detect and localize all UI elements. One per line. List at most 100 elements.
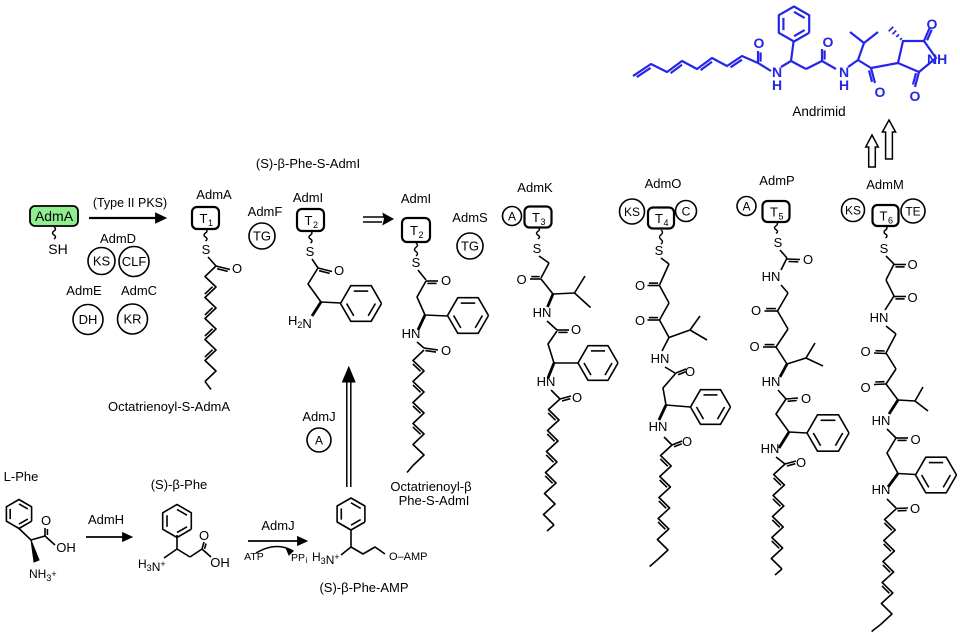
svg-text:T: T <box>200 211 208 226</box>
svg-text:1: 1 <box>208 218 213 228</box>
svg-text:AdmA: AdmA <box>196 187 232 202</box>
svg-text:O: O <box>910 88 921 104</box>
svg-text:O: O <box>803 252 813 267</box>
svg-text:Octatrienoyl-β: Octatrienoyl-β <box>390 479 471 494</box>
svg-text:HN: HN <box>537 374 556 389</box>
svg-text:Octatrienoyl-S-AdmA: Octatrienoyl-S-AdmA <box>108 399 230 414</box>
svg-text:(S)-β-Phe-S-AdmI: (S)-β-Phe-S-AdmI <box>256 156 360 171</box>
svg-text:O: O <box>441 343 451 358</box>
svg-text:AdmI: AdmI <box>293 190 323 205</box>
svg-text:O: O <box>635 313 645 328</box>
svg-text:AdmI: AdmI <box>401 191 431 206</box>
svg-text:SH: SH <box>48 241 67 257</box>
svg-text:O: O <box>232 261 242 276</box>
svg-text:O: O <box>571 322 581 337</box>
svg-text:O: O <box>910 432 920 447</box>
svg-text:H3N+: H3N+ <box>138 557 166 574</box>
svg-text:HN: HN <box>872 482 891 497</box>
svg-text:2: 2 <box>313 220 318 230</box>
svg-text:A: A <box>508 209 516 223</box>
svg-text:O: O <box>860 380 870 395</box>
svg-text:A: A <box>742 199 750 213</box>
svg-text:T: T <box>532 210 540 225</box>
svg-text:N: N <box>839 64 849 80</box>
svg-text:(Type II PKS): (Type II PKS) <box>93 196 167 210</box>
svg-text:O: O <box>754 35 765 51</box>
svg-text:N: N <box>772 64 782 80</box>
svg-text:S: S <box>306 244 315 259</box>
svg-text:H2N: H2N <box>288 313 312 331</box>
svg-text:A: A <box>315 433 323 447</box>
svg-text:AdmM: AdmM <box>866 177 904 192</box>
svg-text:S: S <box>880 241 889 256</box>
svg-text:AdmA: AdmA <box>35 208 74 224</box>
svg-text:T: T <box>305 213 313 228</box>
svg-text:S: S <box>533 241 542 256</box>
svg-text:O: O <box>441 273 451 288</box>
svg-text:O: O <box>875 84 886 100</box>
svg-text:NH: NH <box>927 51 947 67</box>
svg-text:AdmC: AdmC <box>121 283 157 298</box>
svg-text:Phe-S-AdmI: Phe-S-AdmI <box>399 493 470 508</box>
svg-text:O: O <box>41 513 51 528</box>
svg-text:ATP: ATP <box>244 551 264 563</box>
svg-text:OH: OH <box>56 540 76 555</box>
svg-text:HN: HN <box>533 305 552 320</box>
svg-text:O: O <box>801 391 811 406</box>
svg-text:T: T <box>770 205 778 220</box>
svg-text:O: O <box>682 434 692 449</box>
svg-text:PP: PP <box>291 552 305 564</box>
svg-text:C: C <box>682 204 691 218</box>
svg-text:TG: TG <box>253 229 271 244</box>
svg-text:O: O <box>927 16 938 32</box>
svg-text:O: O <box>334 263 344 278</box>
svg-text:O: O <box>749 339 759 354</box>
svg-text:HN: HN <box>402 326 421 341</box>
svg-text:AdmP: AdmP <box>759 173 794 188</box>
svg-text:O: O <box>516 272 526 287</box>
svg-text:6: 6 <box>888 216 893 226</box>
svg-text:T: T <box>410 223 418 238</box>
svg-text:HN: HN <box>651 351 670 366</box>
svg-text:O: O <box>572 390 582 405</box>
svg-text:TG: TG <box>461 239 479 254</box>
svg-text:O: O <box>910 501 920 516</box>
svg-text:2: 2 <box>418 230 423 240</box>
svg-text:KR: KR <box>123 312 141 327</box>
svg-text:AdmJ: AdmJ <box>302 409 335 424</box>
svg-text:Andrimid: Andrimid <box>792 104 845 119</box>
svg-text:DH: DH <box>79 312 98 327</box>
svg-text:5: 5 <box>778 212 783 222</box>
svg-text:HN: HN <box>762 374 781 389</box>
svg-text:3: 3 <box>540 217 545 227</box>
svg-text:O: O <box>685 364 695 379</box>
svg-text:O: O <box>907 290 917 305</box>
svg-text:AdmE: AdmE <box>66 283 102 298</box>
svg-text:T: T <box>655 211 663 226</box>
svg-text:AdmH: AdmH <box>88 512 124 527</box>
svg-text:L-Phe: L-Phe <box>4 469 39 484</box>
svg-text:KS: KS <box>93 254 111 269</box>
svg-text:S: S <box>774 235 783 250</box>
svg-text:HN: HN <box>870 310 889 325</box>
svg-text:S: S <box>655 243 664 258</box>
svg-text:O: O <box>860 344 870 359</box>
svg-text:O: O <box>823 34 834 50</box>
svg-text:AdmJ: AdmJ <box>261 518 294 533</box>
svg-text:O: O <box>907 257 917 272</box>
svg-text:O: O <box>751 303 761 318</box>
svg-text:T: T <box>880 209 888 224</box>
svg-text:OH: OH <box>210 555 230 570</box>
svg-text:H: H <box>772 77 782 93</box>
svg-text:HN: HN <box>649 419 668 434</box>
svg-text:O: O <box>199 528 209 543</box>
svg-text:AdmK: AdmK <box>517 180 553 195</box>
svg-text:NH3+: NH3+ <box>29 567 57 583</box>
svg-text:S: S <box>412 255 421 270</box>
svg-text:O: O <box>635 278 645 293</box>
svg-text:S: S <box>202 242 211 257</box>
svg-text:AdmD: AdmD <box>100 231 136 246</box>
svg-text:HN: HN <box>872 413 891 428</box>
svg-text:AdmO: AdmO <box>645 176 682 191</box>
svg-text:i: i <box>306 556 308 565</box>
